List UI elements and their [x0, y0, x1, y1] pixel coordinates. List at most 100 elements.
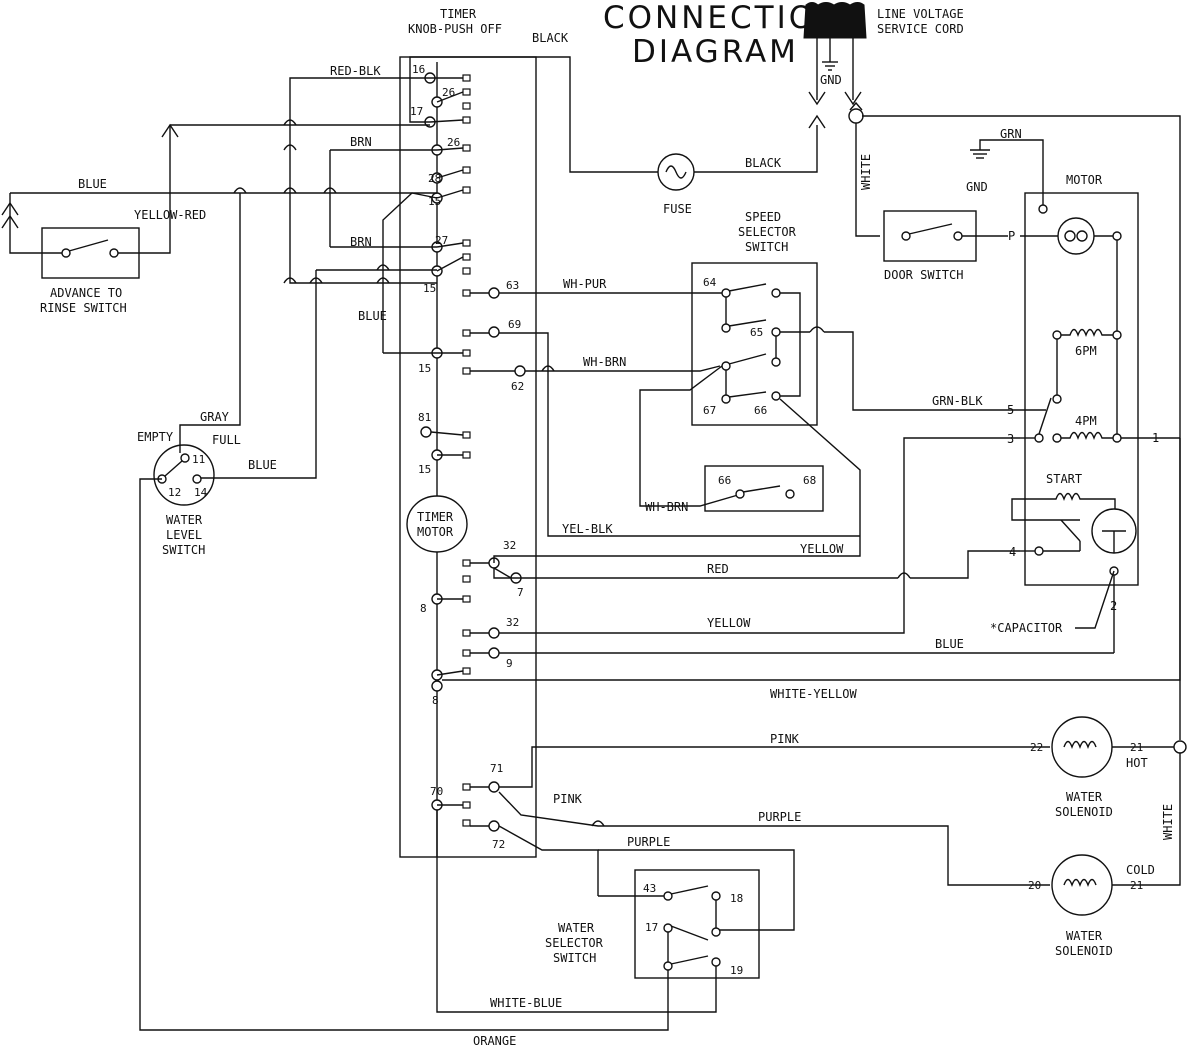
- water-level-terminal-11: 11: [192, 453, 205, 466]
- cold-label: COLD: [1126, 863, 1155, 877]
- timer-terminal-28: 28: [428, 172, 441, 185]
- speed-terminal-64: 64: [703, 276, 717, 289]
- speed-label-1: SPEED: [745, 210, 781, 224]
- timer-terminal-7: 7: [517, 586, 524, 599]
- water-selector-contacts: [598, 885, 721, 971]
- cord-label-1: LINE VOLTAGE: [877, 7, 964, 21]
- advance-label-1: ADVANCE TO: [50, 286, 122, 300]
- timer-terminal-15a: 15: [428, 195, 441, 208]
- water-selector-label-1: WATER: [558, 921, 595, 935]
- speed-terminal-65: 65: [750, 326, 763, 339]
- motor-4pm-label: 4PM: [1075, 414, 1097, 428]
- motor-terminal-3: 3: [1007, 432, 1014, 446]
- cold-solenoid-label-2: SOLENOID: [1055, 944, 1113, 958]
- wire-label-white-right: WHITE: [1161, 804, 1175, 840]
- left-wiring: [1, 77, 438, 479]
- timer-terminal-8b: 8: [432, 694, 439, 707]
- diagram-title-line1: CONNECTION: [603, 0, 842, 36]
- motor-terminal-2: 2: [1110, 599, 1117, 613]
- timer-terminal-15c: 15: [418, 362, 431, 375]
- timer-terminal-16: 16: [412, 63, 425, 76]
- motor-thermal-protector: [1057, 217, 1095, 255]
- wire-label-blue-wl: BLUE: [248, 458, 277, 472]
- speed-label-3: SWITCH: [745, 240, 788, 254]
- water-level-full: FULL: [212, 433, 241, 447]
- water-selector-terminal-17: 17: [645, 921, 658, 934]
- wire-label-white-blue: WHITE-BLUE: [490, 996, 562, 1010]
- timer-terminal-15d: 15: [418, 463, 431, 476]
- timer-motor-label-1: TIMER: [417, 510, 454, 524]
- motor-6pm-label: 6PM: [1075, 344, 1097, 358]
- motor-label: MOTOR: [1066, 173, 1103, 187]
- wire-label-gray: GRAY: [200, 410, 230, 424]
- wire-label-grn: GRN: [1000, 127, 1022, 141]
- hot-label: HOT: [1126, 756, 1148, 770]
- wire-label-blue-left: BLUE: [78, 177, 107, 191]
- cold-solenoid-label-1: WATER: [1066, 929, 1103, 943]
- wire-label-yel-blk: YEL-BLK: [562, 522, 613, 536]
- water-level-terminal-12: 12: [168, 486, 181, 499]
- cold-solenoid-terminal-20: 20: [1028, 879, 1041, 892]
- wire-label-yellow-2: YELLOW: [707, 616, 751, 630]
- motor-terminal-1: 1: [1152, 431, 1159, 445]
- sub-terminal-66: 66: [718, 474, 731, 487]
- timer-terminal-8a: 8: [420, 602, 427, 615]
- diagram-title-line2: DIAGRAM: [632, 34, 799, 70]
- line-cord-plug: [803, 2, 867, 106]
- wire-label-brn-1: BRN: [350, 135, 372, 149]
- cord-label-2: SERVICE CORD: [877, 22, 964, 36]
- wire-label-orange: ORANGE: [473, 1034, 516, 1048]
- wire-label-purple-1: PURPLE: [758, 810, 801, 824]
- cold-water-solenoid: [1051, 854, 1113, 916]
- speed-sub-switch: [704, 465, 824, 512]
- hot-solenoid-terminal-22: 22: [1030, 741, 1043, 754]
- motor-start-label: START: [1046, 472, 1082, 486]
- water-level-label-3: SWITCH: [162, 543, 205, 557]
- wire-label-white-cord: WHITE: [859, 154, 873, 190]
- motor-frame: [1024, 192, 1139, 586]
- timer-terminal-72: 72: [492, 838, 505, 851]
- timer-terminal-81: 81: [418, 411, 431, 424]
- timer-terminal-9: 9: [506, 657, 513, 670]
- wire-label-grn-blk: GRN-BLK: [932, 394, 983, 408]
- fuse-label: FUSE: [663, 202, 692, 216]
- water-level-terminal-14: 14: [194, 486, 208, 499]
- wire-label-blue-cap: BLUE: [935, 637, 964, 651]
- water-selector-terminal-19: 19: [730, 964, 743, 977]
- advance-label-2: RINSE SWITCH: [40, 301, 127, 315]
- timer-terminal-32a: 32: [503, 539, 516, 552]
- wire-label-white-yellow: WHITE-YELLOW: [770, 687, 857, 701]
- hot-solenoid-label-2: SOLENOID: [1055, 805, 1113, 819]
- wire-label-pink-2: PINK: [553, 792, 583, 806]
- timer-terminal-69: 69: [508, 318, 521, 331]
- cord-gnd-label: GND: [820, 73, 842, 87]
- wire-label-red-blk: RED-BLK: [330, 64, 381, 78]
- water-level-switch: [153, 444, 215, 506]
- wire-label-red: RED: [707, 562, 729, 576]
- wire-label-black-fuse: BLACK: [745, 156, 782, 170]
- water-level-label-2: LEVEL: [166, 528, 202, 542]
- water-selector-label-2: SELECTOR: [545, 936, 604, 950]
- speed-terminal-66: 66: [754, 404, 767, 417]
- capacitor-label: *CAPACITOR: [990, 621, 1063, 635]
- speed-terminal-67: 67: [703, 404, 716, 417]
- hot-solenoid-label-1: WATER: [1066, 790, 1103, 804]
- water-selector-switch: [634, 869, 760, 979]
- wire-label-purple-2: PURPLE: [627, 835, 670, 849]
- wire-label-yellow-red: YELLOW-RED: [134, 208, 206, 222]
- timer-terminal-26a: 26: [442, 86, 455, 99]
- timer-terminal-15b: 15: [423, 282, 436, 295]
- black-wire-label: BLACK: [532, 31, 569, 45]
- timer-terminal-27: 27: [435, 234, 448, 247]
- timer-terminal-71: 71: [490, 762, 503, 775]
- wire-label-brn-2: BRN: [350, 235, 372, 249]
- timer-label-1: TIMER: [440, 7, 477, 21]
- timer-terminal-17: 17: [410, 105, 423, 118]
- motor-gnd-label: GND: [966, 180, 988, 194]
- wire-label-wh-brn-2: WH-BRN: [645, 500, 688, 514]
- door-switch-label: DOOR SWITCH: [884, 268, 963, 282]
- speed-selector-switch: [691, 262, 818, 426]
- hot-water-solenoid: [1051, 716, 1113, 778]
